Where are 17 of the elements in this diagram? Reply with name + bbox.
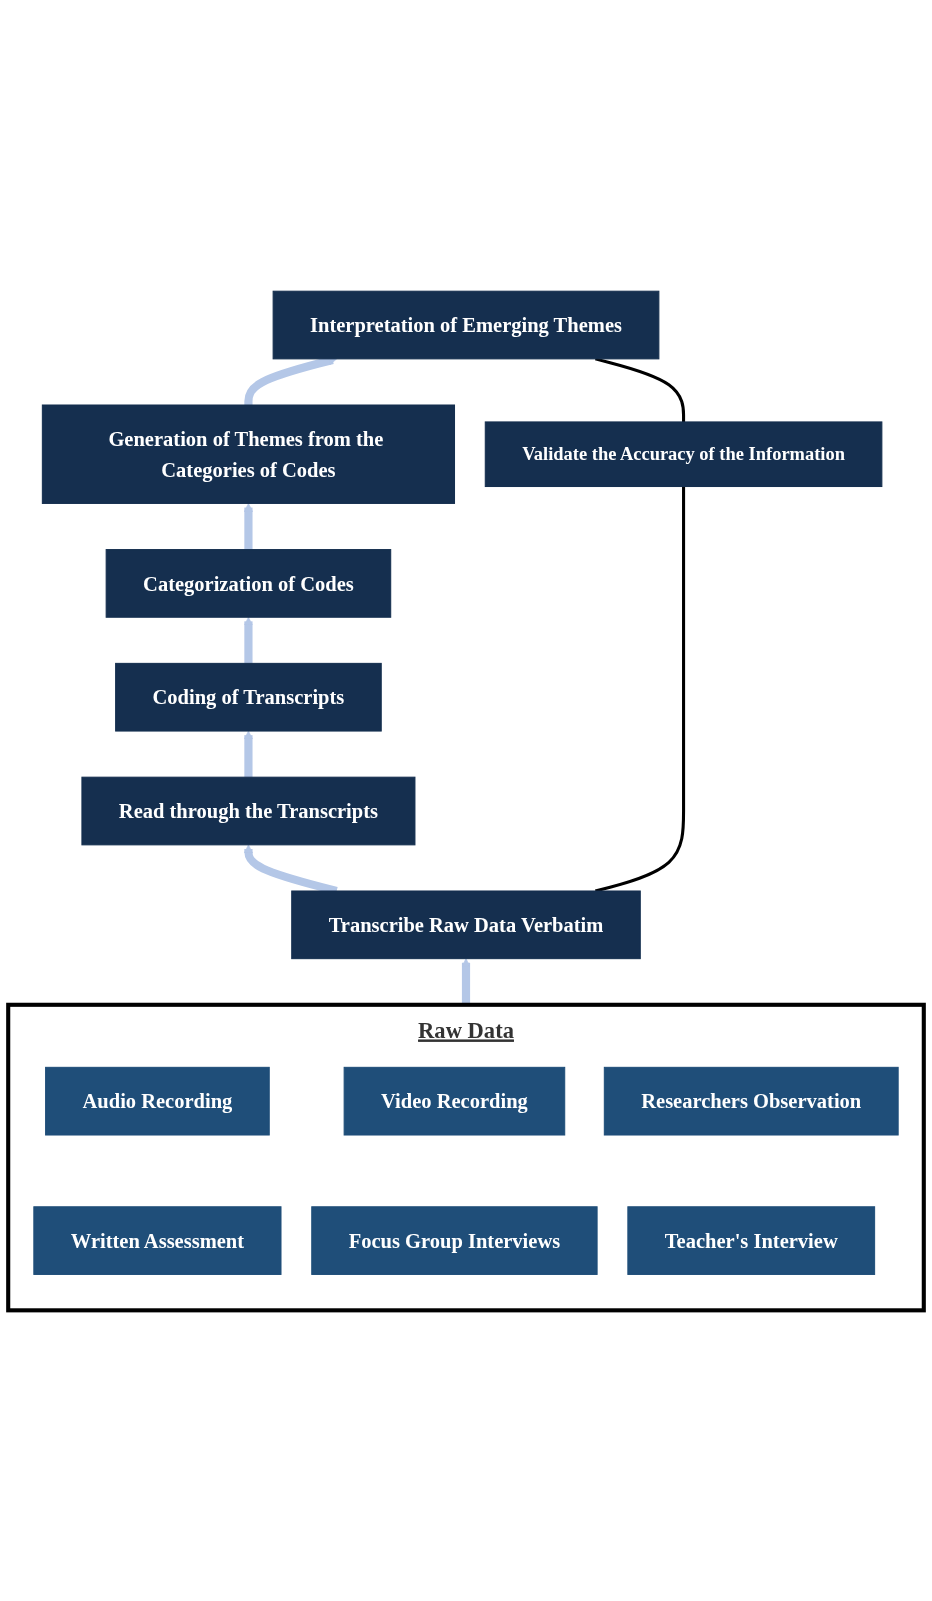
node-box: Read through the Transcripts	[81, 776, 416, 846]
node-box: Interpretation of Emerging Themes	[272, 290, 660, 360]
arrow	[243, 616, 253, 664]
node-box: Transcribe Raw Data Verbatim	[291, 890, 641, 959]
arrow	[243, 502, 253, 550]
node-box: Focus Group Interviews	[311, 1206, 598, 1275]
node-box: Validate the Accuracy of the Information	[484, 421, 883, 487]
node-box: Teacher's Interview	[627, 1206, 876, 1275]
node-box: Categorization of Codes	[105, 548, 392, 618]
node-box: Written Assessment	[33, 1206, 282, 1275]
node-box: Generation of Themes from the Categories of Codes	[41, 404, 456, 504]
node-box: Coding of Transcripts	[115, 662, 382, 732]
arrow	[243, 730, 253, 778]
node-box: Video Recording	[343, 1066, 566, 1136]
node-box: Researchers Observation	[603, 1066, 899, 1136]
connector	[594, 357, 686, 422]
node-box: Audio Recording	[45, 1066, 270, 1136]
